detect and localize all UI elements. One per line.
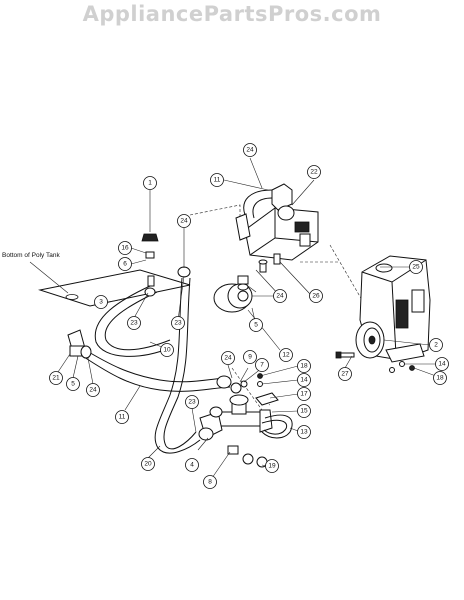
callout-8[interactable]: 8: [203, 475, 217, 489]
callout-20[interactable]: 20: [141, 457, 155, 471]
callout-18-right[interactable]: 18: [433, 371, 447, 385]
svg-text:8: 8: [208, 479, 212, 486]
callout-24-carb[interactable]: 24: [273, 289, 287, 303]
callout-11-upper[interactable]: 11: [210, 173, 224, 187]
parts: [67, 183, 431, 468]
svg-text:23: 23: [188, 399, 196, 406]
callout-22[interactable]: 22: [307, 165, 321, 179]
svg-text:26: 26: [312, 293, 320, 300]
callout-24-top[interactable]: 24: [243, 143, 257, 157]
callout-23-tank[interactable]: 23: [127, 316, 141, 330]
callout-12[interactable]: 12: [279, 348, 293, 362]
svg-text:18: 18: [436, 375, 444, 382]
callout-7[interactable]: 7: [255, 358, 269, 372]
callout-25[interactable]: 25: [409, 260, 423, 274]
svg-text:24: 24: [224, 355, 232, 362]
callout-27[interactable]: 27: [338, 367, 352, 381]
svg-text:24: 24: [89, 387, 97, 394]
leader-lines: [55, 157, 438, 479]
callout-21[interactable]: 21: [49, 371, 63, 385]
svg-text:3: 3: [99, 299, 103, 306]
svg-text:4: 4: [190, 462, 194, 469]
svg-text:10: 10: [163, 347, 171, 354]
svg-text:9: 9: [248, 354, 252, 361]
svg-text:7: 7: [260, 362, 264, 369]
svg-text:23: 23: [174, 320, 182, 327]
svg-text:2: 2: [434, 342, 438, 349]
callout-24-center[interactable]: 24: [221, 351, 235, 365]
callout-11-lower[interactable]: 11: [115, 410, 129, 424]
svg-text:15: 15: [300, 408, 308, 415]
svg-text:5: 5: [254, 322, 258, 329]
svg-text:20: 20: [144, 461, 152, 468]
callout-24-hose[interactable]: 24: [177, 214, 191, 228]
callout-6[interactable]: 6: [118, 257, 132, 271]
svg-text:18: 18: [300, 363, 308, 370]
callout-24-left[interactable]: 24: [86, 383, 100, 397]
callout-5-left[interactable]: 5: [66, 377, 80, 391]
svg-text:24: 24: [246, 147, 254, 154]
callout-13[interactable]: 13: [297, 425, 311, 439]
callout-23-mid[interactable]: 23: [171, 316, 185, 330]
svg-text:22: 22: [310, 169, 318, 176]
svg-text:11: 11: [119, 414, 126, 421]
callout-1[interactable]: 1: [143, 176, 157, 190]
callout-23-lower[interactable]: 23: [185, 395, 199, 409]
site-watermark: AppliancePartsPros.com: [82, 2, 382, 26]
svg-text:16: 16: [121, 245, 129, 252]
callout-3[interactable]: 3: [94, 295, 108, 309]
svg-text:23: 23: [130, 320, 138, 327]
svg-text:25: 25: [412, 264, 420, 271]
callout-4[interactable]: 4: [185, 458, 199, 472]
svg-text:11: 11: [214, 177, 221, 184]
svg-text:6: 6: [123, 261, 127, 268]
callout-15[interactable]: 15: [297, 404, 311, 418]
svg-text:5: 5: [71, 381, 75, 388]
svg-text:24: 24: [276, 293, 284, 300]
callout-26[interactable]: 26: [309, 289, 323, 303]
svg-text:17: 17: [300, 391, 308, 398]
callout-17[interactable]: 17: [297, 387, 311, 401]
svg-text:14: 14: [438, 361, 446, 368]
callout-18-center[interactable]: 18: [297, 359, 311, 373]
svg-text:21: 21: [52, 375, 60, 382]
svg-text:12: 12: [282, 352, 290, 359]
callout-19[interactable]: 19: [265, 459, 279, 473]
svg-text:1: 1: [148, 180, 152, 187]
svg-text:27: 27: [341, 371, 349, 378]
tank-label: Bottom of Poly Tank: [2, 252, 60, 259]
hoses: [81, 189, 273, 454]
svg-text:24: 24: [180, 218, 188, 225]
svg-text:13: 13: [300, 429, 308, 436]
callout-10[interactable]: 10: [160, 343, 174, 357]
svg-text:14: 14: [300, 377, 308, 384]
callout-16[interactable]: 16: [118, 241, 132, 255]
callout-5-filter[interactable]: 5: [249, 318, 263, 332]
callout-14-center[interactable]: 14: [297, 373, 311, 387]
callout-9[interactable]: 9: [243, 350, 257, 364]
callout-14-right[interactable]: 14: [435, 357, 449, 371]
callout-2[interactable]: 2: [429, 338, 443, 352]
callouts: 1 2 3 4 5 5 6 7 8 9 10 11 11 12 13 14 14…: [49, 143, 449, 489]
svg-text:19: 19: [268, 463, 276, 470]
